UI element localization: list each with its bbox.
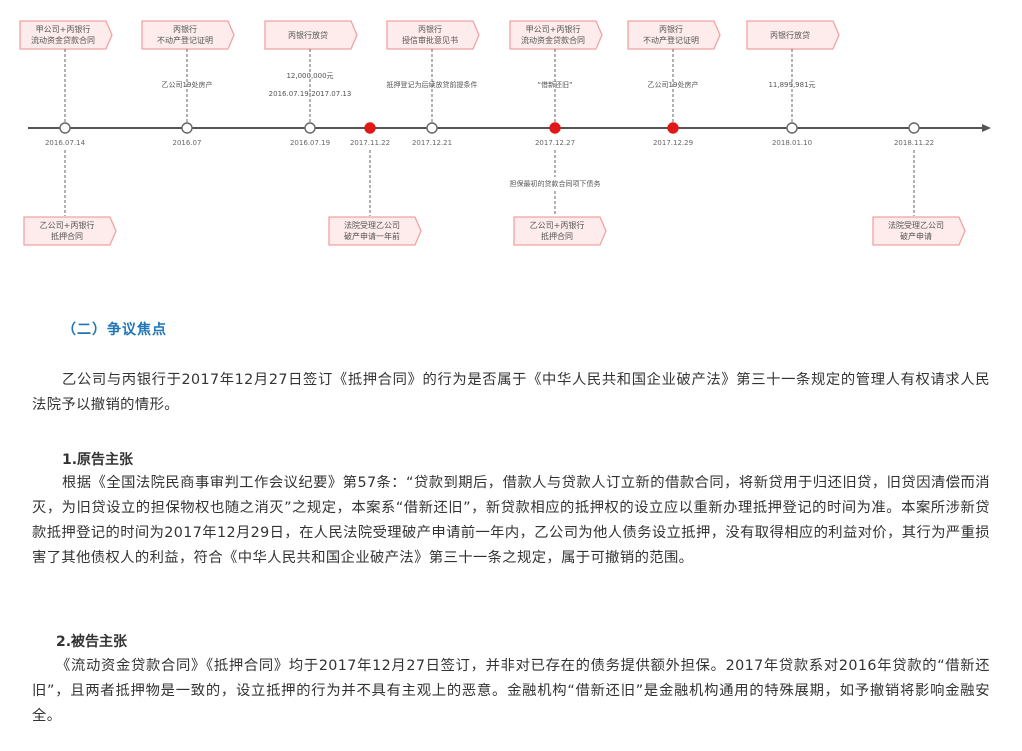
bottom-event-box [23,216,117,246]
timeline-event-marker [908,122,920,134]
top-event-box-text: 丙银行放贷 [288,30,328,40]
timeline-date-label: 2016.07.19 [290,139,330,147]
bottom-event-box [513,216,607,246]
top-event-box-text: 甲公司+丙银行 [526,24,581,34]
bottom-event-box-text: 抵押合同 [541,231,573,241]
top-event-box-text: 丙银行 [418,24,442,34]
bottom-event-box [872,216,966,246]
bottom-event-box-text: 法院受理乙公司 [888,220,944,230]
top-event-box [386,20,480,50]
paragraph-plaintiff: 根据《全国法院民商事审判工作会议纪要》第57条：“贷款到期后，借款人与贷款人订立… [32,475,990,566]
bottom-event-box [328,216,422,246]
timeline-date-label: 2016.07 [173,139,202,147]
timeline-event-marker [181,122,193,134]
timeline-event-marker [364,122,376,134]
top-event-note: 12,000,000元 [286,72,333,80]
bottom-event-box-text: 法院受理乙公司 [344,220,400,230]
top-event-box-text: 丙银行 [173,24,197,34]
timeline-event-marker [59,122,71,134]
top-event-box [509,20,603,50]
top-event-box-text: 不动产登记证明 [643,35,699,45]
bottom-event-box-text: 破产申请一年前 [344,231,400,241]
top-event-note: 乙公司19处房产 [648,80,699,89]
timeline-event-marker [786,122,798,134]
top-event-box-text: 甲公司+丙银行 [36,24,91,34]
timeline-event-marker [426,122,438,134]
top-event-box [264,20,358,50]
timeline-date-label: 2016.07.14 [45,139,86,147]
top-event-box [141,20,235,50]
top-event-box [627,20,721,50]
timeline-date-label: 2017.12.29 [653,139,693,147]
timeline-axis-arrow [982,124,991,132]
bottom-event-box-text: 乙公司+丙银行 [530,220,585,230]
top-event-box [19,20,113,50]
top-event-note: 11,899,981元 [768,81,815,89]
timeline-diagram: 甲公司+丙银行流动资金贷款合同2016.07.14丙银行不动产登记证明乙公司19… [19,20,991,246]
section-title-dispute: （二）争议焦点 [62,322,167,338]
bottom-event-box-text: 抵押合同 [51,231,83,241]
top-event-box [746,20,840,50]
timeline-date-label: 2017.12.21 [412,139,452,147]
timeline-date-label: 2017.12.27 [535,139,575,147]
heading-plaintiff: 1.原告主张 [62,452,134,468]
bottom-event-box-text: 乙公司+丙银行 [40,220,95,230]
paragraph-dispute: 乙公司与丙银行于2017年12月27日签订《抵押合同》的行为是否属于《中华人民共… [32,372,990,413]
bottom-event-note: 担保最初的贷款合同项下债务 [510,179,601,188]
top-event-box-text: 流动资金贷款合同 [521,35,585,45]
top-event-note: 2016.07.19-2017.07.13 [269,90,352,98]
timeline-event-marker [304,122,316,134]
top-event-box-text: 丙银行 [659,24,683,34]
top-event-box-text: 流动资金贷款合同 [31,35,95,45]
timeline-event-marker [667,122,679,134]
paragraph-defendant: 《流动资金贷款合同》《抵押合同》均于2017年12月27日签订，并非对已存在的债… [32,658,990,724]
bottom-event-box-text: 破产申请 [900,231,932,241]
top-event-box-text: 丙银行放贷 [770,30,810,40]
timeline-event-marker [549,122,561,134]
top-event-note: 乙公司19处房产 [162,80,213,89]
timeline-date-label: 2018.11.22 [894,139,934,147]
timeline-date-label: 2017.11.22 [350,139,390,147]
heading-defendant: 2.被告主张 [56,634,128,650]
top-event-box-text: 授信审批意见书 [402,35,458,45]
timeline-date-label: 2018.01.10 [772,139,812,147]
top-event-note: “借新还旧” [537,80,572,89]
top-event-note: 抵押登记为后续放贷前提条件 [387,80,478,89]
top-event-box-text: 不动产登记证明 [157,35,213,45]
